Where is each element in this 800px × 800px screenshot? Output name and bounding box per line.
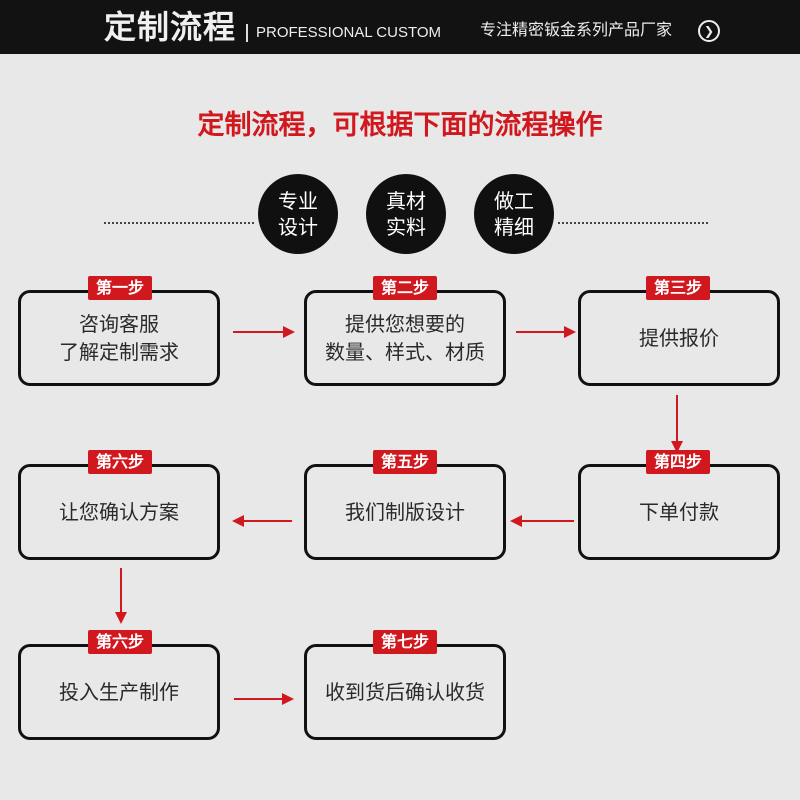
page-subtitle: 定制流程，可根据下面的流程操作 — [197, 110, 603, 141]
header-slogan: 专注精密钣金系列产品厂家 — [480, 20, 673, 39]
header-subtitle-en: PROFESSIONAL CUSTOM — [256, 24, 442, 41]
chevron-right-circle-icon[interactable]: ❯ — [698, 20, 720, 42]
step-box-6a: 让您确认方案 — [18, 464, 220, 560]
step-badge-2: 第二步 — [373, 276, 437, 300]
arrow-down-icon — [115, 568, 127, 624]
arrow-down-icon — [671, 395, 683, 453]
step-badge-4: 第四步 — [646, 450, 710, 474]
step-badge-6a: 第六步 — [88, 450, 152, 474]
step-box-1: 咨询客服 了解定制需求 — [18, 290, 220, 386]
step-text-line1: 我们制版设计 — [345, 500, 465, 524]
step-badge-3: 第三步 — [646, 276, 710, 300]
arrow-right-icon — [234, 693, 294, 705]
step-box-3: 提供报价 — [578, 290, 780, 386]
feature-line2: 设计 — [278, 215, 318, 239]
arrow-left-icon — [510, 515, 574, 527]
step-badge-6b: 第六步 — [88, 630, 152, 654]
arrow-right-icon — [233, 326, 295, 338]
step-box-2: 提供您想要的 数量、样式、材质 — [304, 290, 506, 386]
step-box-4: 下单付款 — [578, 464, 780, 560]
step-badge-7: 第七步 — [373, 630, 437, 654]
feature-circle-design: 专业 设计 — [258, 174, 338, 254]
feature-circle-workmanship: 做工 精细 — [474, 174, 554, 254]
feature-line2: 实料 — [386, 215, 426, 239]
feature-circle-material: 真材 实料 — [366, 174, 446, 254]
feature-line1: 做工 — [494, 189, 534, 213]
header-divider — [246, 24, 248, 42]
arrow-left-icon — [232, 515, 292, 527]
step-badge-1: 第一步 — [88, 276, 152, 300]
feature-line1: 专业 — [278, 189, 318, 213]
header-title: 定制流程 — [104, 8, 237, 46]
step-text-line1: 让您确认方案 — [59, 500, 179, 524]
step-text-line1: 咨询客服 — [79, 312, 159, 336]
step-box-5: 我们制版设计 — [304, 464, 506, 560]
step-text-line1: 收到货后确认收货 — [325, 680, 485, 704]
step-text-line1: 投入生产制作 — [59, 680, 179, 704]
step-text-line2: 数量、样式、材质 — [325, 340, 485, 364]
header-banner: 定制流程 PROFESSIONAL CUSTOM 专注精密钣金系列产品厂家 ❯ — [0, 0, 800, 54]
step-text-line2: 了解定制需求 — [59, 340, 179, 364]
step-badge-5: 第五步 — [373, 450, 437, 474]
feature-line2: 精细 — [494, 215, 534, 239]
step-text-line1: 提供您想要的 — [345, 312, 465, 336]
step-text-line1: 提供报价 — [639, 326, 719, 350]
step-text-line1: 下单付款 — [639, 500, 719, 524]
feature-line1: 真材 — [386, 189, 426, 213]
dotted-divider-left — [104, 222, 254, 224]
dotted-divider-right — [558, 222, 708, 224]
step-box-6b: 投入生产制作 — [18, 644, 220, 740]
arrow-right-icon — [516, 326, 576, 338]
step-box-7: 收到货后确认收货 — [304, 644, 506, 740]
